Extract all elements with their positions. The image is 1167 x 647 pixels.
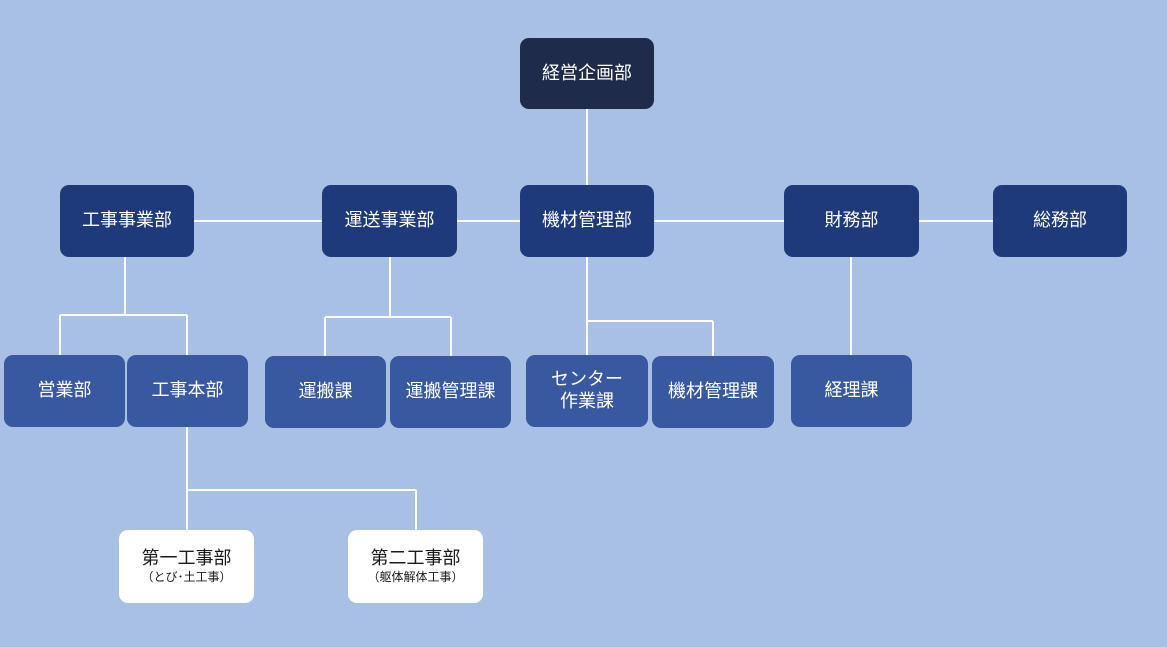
- section-label: 運搬課: [298, 381, 353, 402]
- section-label: 営業部: [37, 380, 92, 401]
- dept-label: 財務部: [824, 210, 879, 231]
- section-node: 経理課: [791, 355, 912, 427]
- section-label: 工事本部: [151, 380, 224, 401]
- dept-label: 機材管理部: [542, 210, 632, 231]
- section-label: 経理課: [824, 380, 879, 401]
- dept-node: 運送事業部: [322, 185, 457, 257]
- subdivision-node: 第二工事部 （躯体解体工事）: [348, 530, 483, 603]
- section-label: 機材管理課: [668, 381, 758, 402]
- dept-node: 機材管理部: [520, 185, 654, 257]
- section-label: 運搬管理課: [405, 381, 496, 402]
- subdivision-note: （躯体解体工事）: [367, 570, 464, 584]
- dept-node: 財務部: [784, 185, 919, 257]
- top-node: 経営企画部: [520, 38, 654, 109]
- section-node: 運搬管理課: [390, 356, 511, 428]
- section-node: 機材管理課: [652, 356, 774, 428]
- subdivision-note: （とび･土工事）: [141, 570, 232, 584]
- subdivision-node: 第一工事部 （とび･土工事）: [119, 530, 254, 603]
- section-node: 工事本部: [127, 355, 248, 427]
- section-label: センター 作業課: [551, 369, 623, 412]
- dept-node: 総務部: [993, 185, 1127, 257]
- section-node: 営業部: [4, 355, 125, 427]
- section-node: センター 作業課: [526, 355, 648, 427]
- dept-label: 工事事業部: [82, 210, 172, 231]
- dept-label: 総務部: [1033, 210, 1087, 231]
- subdivision-label: 第二工事部: [370, 548, 461, 569]
- section-node: 運搬課: [265, 356, 386, 428]
- dept-label: 運送事業部: [344, 210, 435, 231]
- dept-node: 工事事業部: [60, 185, 194, 257]
- subdivision-label: 第一工事部: [141, 548, 232, 569]
- top-label: 経営企画部: [542, 62, 632, 84]
